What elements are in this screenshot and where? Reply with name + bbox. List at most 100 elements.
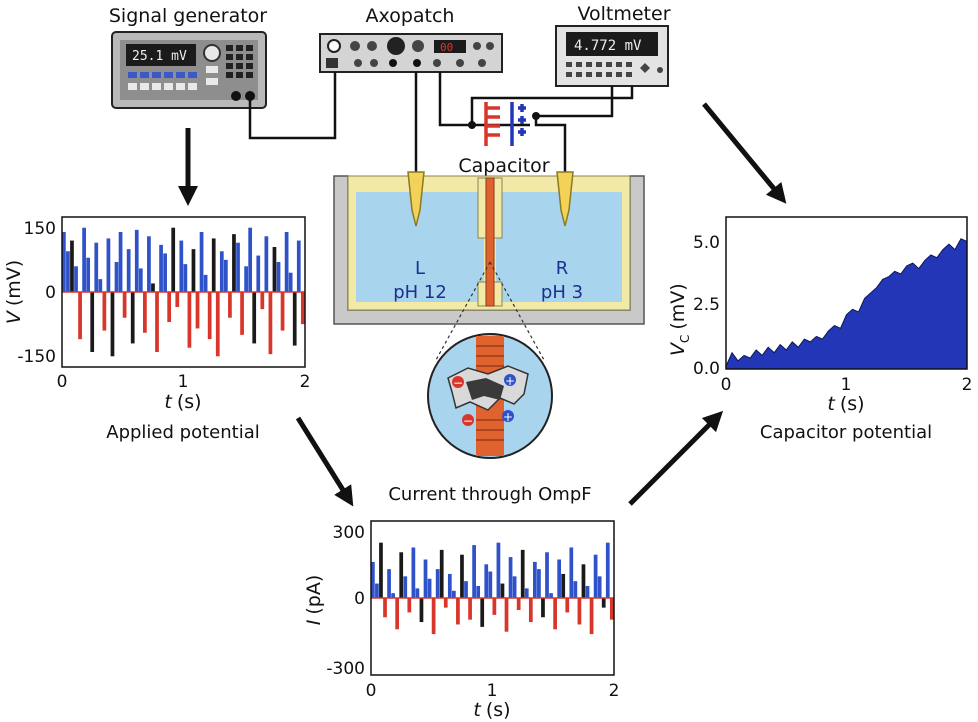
applied-bar <box>195 292 200 329</box>
current-frame <box>370 520 615 676</box>
applied-bar <box>102 292 107 331</box>
arrow-voltmeter-to-capacitor <box>702 102 787 204</box>
electrode-left-icon <box>407 171 425 227</box>
current-bars <box>371 542 614 635</box>
signal-generator-jack-2 <box>231 91 241 101</box>
applied-bar <box>228 292 232 318</box>
axopatch-readout: 00 <box>440 41 453 54</box>
current-bar <box>597 576 602 598</box>
current-bar <box>585 585 590 598</box>
current-bar <box>533 561 537 598</box>
arrow-applied-to-current <box>295 416 354 507</box>
current-bar <box>541 598 545 618</box>
current-bar <box>375 583 379 598</box>
current-bar <box>565 598 570 613</box>
applied-bar <box>183 264 188 292</box>
applied-bar <box>264 236 269 292</box>
anion-sign-2: − <box>463 414 473 428</box>
current-bar <box>512 576 517 598</box>
current-bar <box>484 564 489 598</box>
capacitor-potential-area <box>725 238 968 370</box>
electrode-right-icon <box>556 171 574 227</box>
current-bar <box>456 598 460 625</box>
applied-bar <box>90 292 95 352</box>
current-bar <box>452 590 456 598</box>
current-bar <box>549 593 553 598</box>
applied-bar <box>280 292 285 331</box>
electrochemical-cell <box>333 171 645 325</box>
current-bar <box>435 569 440 599</box>
capacitor-ylabel: VC(mV) <box>667 283 692 356</box>
current-title: Current through OmpF <box>388 484 591 505</box>
applied-bar <box>292 292 297 346</box>
capacitor-xlabel: t(s) <box>827 393 864 415</box>
applied-bar <box>155 292 159 352</box>
applied-title: Applied potential <box>106 422 259 443</box>
applied-bar <box>232 234 236 292</box>
current-bar <box>573 581 578 598</box>
current-bar <box>589 598 594 635</box>
current-bar <box>423 559 428 598</box>
capacitor-ytick-bottom: 0.0 <box>693 359 720 379</box>
flow-arrows <box>178 102 787 507</box>
membrane-partition <box>485 177 495 307</box>
current-bar <box>524 588 529 599</box>
current-bar <box>480 598 485 627</box>
current-bar <box>561 573 566 598</box>
applied-bar <box>126 249 131 292</box>
capacitor-label: Capacitor <box>458 155 549 177</box>
applied-xtick-2: 2 <box>300 372 311 392</box>
applied-bar <box>130 292 135 344</box>
current-bar <box>371 561 375 598</box>
applied-ytick-mid: 0 <box>45 283 56 303</box>
current-bar <box>460 554 464 598</box>
applied-bar <box>114 262 119 292</box>
applied-bar <box>138 268 143 292</box>
capacitor-title: Capacitor potential <box>760 422 932 443</box>
voltmeter-display <box>566 32 658 56</box>
signal-generator-buttons <box>128 66 218 90</box>
current-xtick-1: 1 <box>487 681 498 701</box>
applied-bar <box>240 292 244 335</box>
voltmeter-readout: 4.772 mV <box>574 38 642 54</box>
applied-bar <box>207 292 212 340</box>
current-ylabel: I(pA) <box>303 575 325 626</box>
applied-bar <box>98 279 103 292</box>
current-bar <box>537 569 541 599</box>
applied-bar <box>122 292 127 318</box>
applied-bar <box>106 238 111 292</box>
right-compartment-letter: R <box>556 258 569 279</box>
current-bar <box>500 583 505 598</box>
current-chart: 300 0 -300 0 1 2 t(s) I(pA) <box>303 520 619 721</box>
capacitor-potential-frame <box>725 216 968 370</box>
cation-icon-2 <box>502 410 514 422</box>
applied-bar <box>118 232 123 292</box>
axopatch-display <box>434 40 466 53</box>
capacitor-potential-chart: 5.0 2.5 0.0 0 1 2 t(s) VC(mV) Capacitor … <box>667 216 972 443</box>
cation-sign: + <box>505 374 515 388</box>
applied-bar <box>82 227 86 292</box>
current-bar <box>391 593 395 598</box>
axopatch-label: Axopatch <box>366 5 455 27</box>
current-bar <box>496 542 501 598</box>
applied-bar <box>78 292 82 340</box>
applied-bar <box>219 251 224 292</box>
current-bar <box>492 598 497 615</box>
left-compartment-letter: L <box>415 258 425 279</box>
applied-ylabel: V(mV) <box>3 260 25 324</box>
applied-bar <box>199 232 204 292</box>
current-bar <box>553 598 557 630</box>
ompf-zoom-lines <box>435 261 545 361</box>
current-bar <box>593 554 598 598</box>
right-compartment-ph: pH 3 <box>541 282 583 303</box>
applied-bar <box>215 292 220 357</box>
applied-bar <box>276 262 281 292</box>
current-bar <box>383 598 387 618</box>
current-bar <box>476 585 481 598</box>
current-bar <box>508 557 513 598</box>
capacitor-xtick-1: 1 <box>841 375 852 395</box>
applied-bar <box>94 242 99 292</box>
anion-icon <box>452 376 464 388</box>
signal-generator-keypad <box>226 45 253 78</box>
applied-bar <box>147 236 151 292</box>
